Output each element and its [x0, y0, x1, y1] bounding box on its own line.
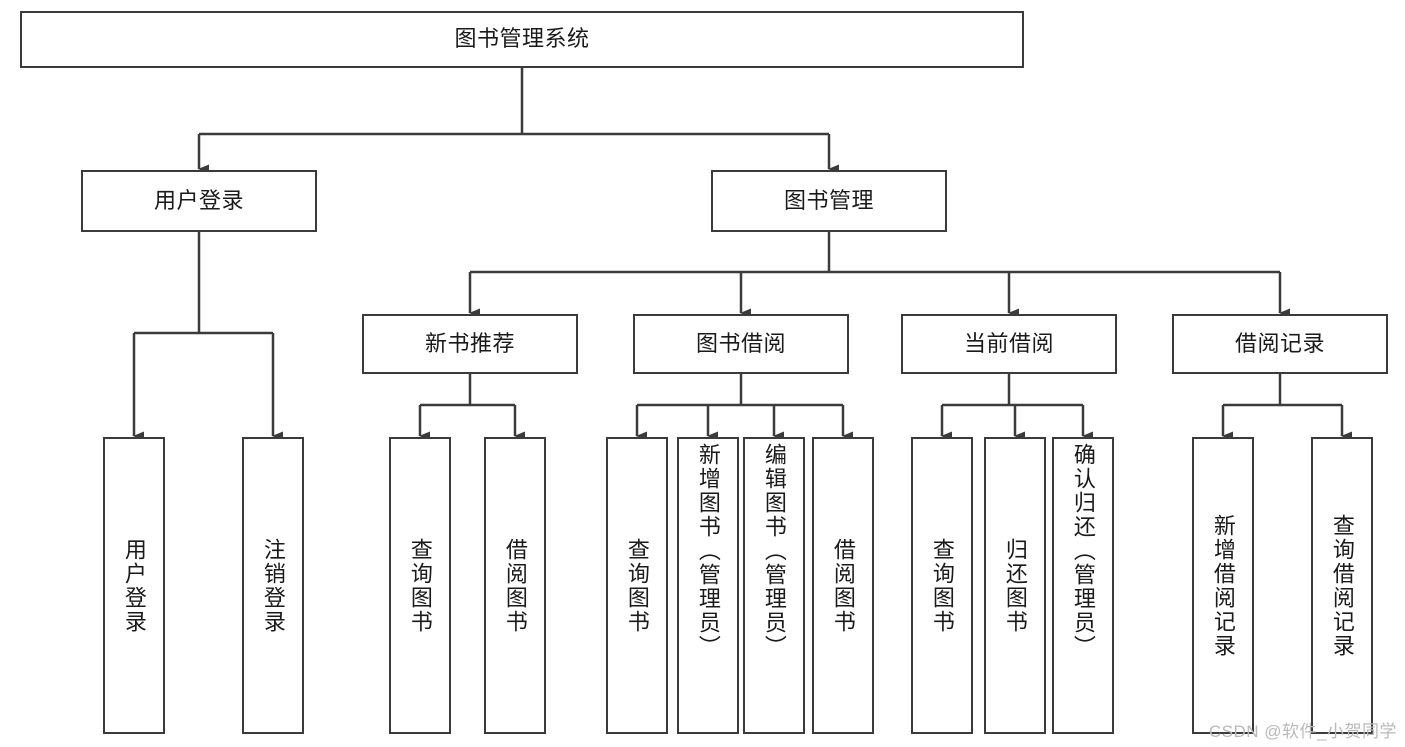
node-label: 图书管理	[783, 187, 874, 213]
node-label: 用户登录	[121, 537, 147, 634]
node-leaf-edit-book[interactable]: 编辑图书（管理员）	[743, 437, 805, 734]
node-label: 当前借阅	[963, 330, 1054, 356]
node-leaf-user-login[interactable]: 用户登录	[103, 437, 165, 734]
node-label: 编辑图书（管理员）	[761, 443, 787, 659]
node-label: 确认归还（管理员）	[1070, 443, 1096, 659]
node-leaf-add-book[interactable]: 新增图书（管理员）	[677, 437, 739, 734]
node-user-login[interactable]: 用户登录	[81, 170, 317, 232]
node-leaf-query-book-3[interactable]: 查询图书	[911, 437, 973, 734]
node-label: 借阅图书	[830, 537, 856, 634]
edge-group	[132, 68, 1352, 441]
node-label: 查询图书	[407, 537, 433, 634]
node-leaf-borrow-book-2[interactable]: 借阅图书	[812, 437, 874, 734]
node-leaf-return-book[interactable]: 归还图书	[984, 437, 1046, 734]
node-leaf-confirm-return[interactable]: 确认归还（管理员）	[1052, 437, 1114, 734]
node-leaf-query-record[interactable]: 查询借阅记录	[1311, 437, 1373, 734]
node-label: 借阅图书	[502, 537, 528, 634]
node-label: 查询借阅记录	[1329, 513, 1355, 658]
node-current-borrow[interactable]: 当前借阅	[901, 314, 1117, 374]
node-label: 新增借阅记录	[1210, 513, 1236, 658]
node-leaf-query-book-1[interactable]: 查询图书	[389, 437, 451, 734]
watermark: CSDN @软件_小贺同学	[1208, 722, 1397, 741]
node-label: 用户登录	[153, 187, 244, 213]
node-label: 新书推荐	[424, 330, 515, 356]
node-root[interactable]: 图书管理系统	[20, 11, 1024, 68]
node-leaf-add-record[interactable]: 新增借阅记录	[1192, 437, 1254, 734]
node-book-manage[interactable]: 图书管理	[711, 170, 947, 232]
node-label: 查询图书	[624, 537, 650, 634]
node-leaf-logout[interactable]: 注销登录	[242, 437, 304, 734]
node-book-borrow[interactable]: 图书借阅	[633, 314, 849, 374]
node-label: 新增图书（管理员）	[695, 443, 721, 659]
node-label: 图书借阅	[695, 330, 786, 356]
node-label: 图书管理系统	[454, 26, 590, 52]
node-new-book-rec[interactable]: 新书推荐	[362, 314, 578, 374]
node-label: 借阅记录	[1234, 330, 1325, 356]
node-borrow-record[interactable]: 借阅记录	[1172, 314, 1388, 374]
node-label: 查询图书	[929, 537, 955, 634]
node-leaf-query-book-2[interactable]: 查询图书	[606, 437, 668, 734]
node-label: 归还图书	[1002, 537, 1028, 634]
node-label: 注销登录	[260, 537, 286, 634]
node-leaf-borrow-book-1[interactable]: 借阅图书	[484, 437, 546, 734]
